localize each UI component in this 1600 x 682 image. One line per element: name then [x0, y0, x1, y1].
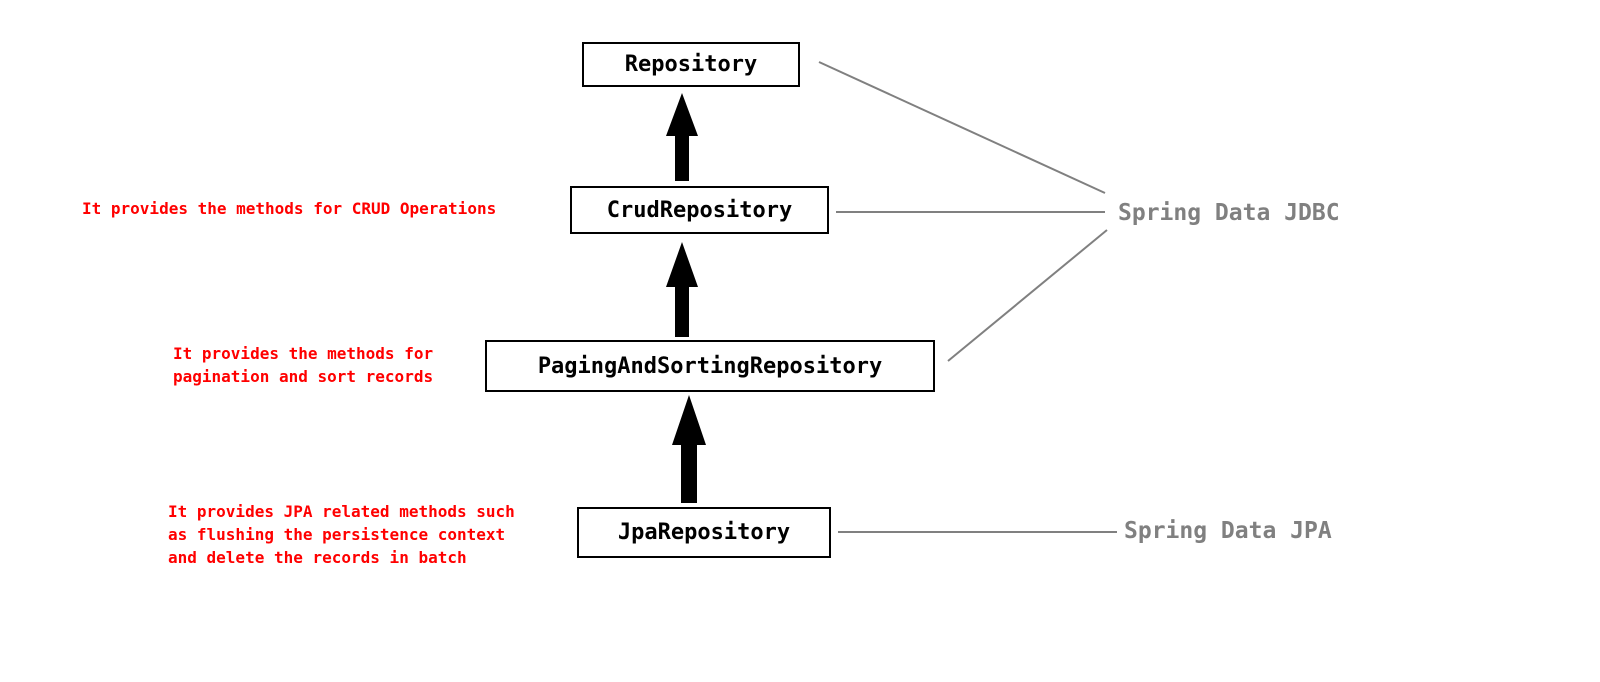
- arrow-crud-to-repository: [666, 93, 698, 181]
- crud-repository-note: It provides the methods for CRUD Operati…: [82, 199, 497, 218]
- repository-label: Repository: [624, 52, 758, 77]
- arrow-jpa-to-paging: [672, 395, 706, 503]
- repository-box: Repository: [582, 42, 800, 87]
- arrow-paging-to-crud: [666, 242, 698, 337]
- connector-repository-jdbc: [818, 61, 1106, 194]
- paging-and-sorting-repository-label: PagingAndSortingRepository: [537, 353, 883, 379]
- jpa-repository-note: It provides JPA related methods such as …: [168, 502, 515, 567]
- jpa-repository-label: JpaRepository: [617, 520, 791, 545]
- crud-repository-box: CrudRepository: [570, 186, 829, 234]
- spring-data-jpa-label: Spring Data JPA: [1124, 518, 1332, 544]
- crud-repository-label: CrudRepository: [606, 197, 793, 223]
- spring-data-jdbc-label: Spring Data JDBC: [1118, 200, 1340, 226]
- connector-paging-jdbc: [947, 229, 1108, 362]
- paging-repository-note: It provides the methods for pagination a…: [173, 344, 434, 386]
- jpa-repository-box: JpaRepository: [577, 507, 831, 558]
- paging-and-sorting-repository-box: PagingAndSortingRepository: [485, 340, 935, 392]
